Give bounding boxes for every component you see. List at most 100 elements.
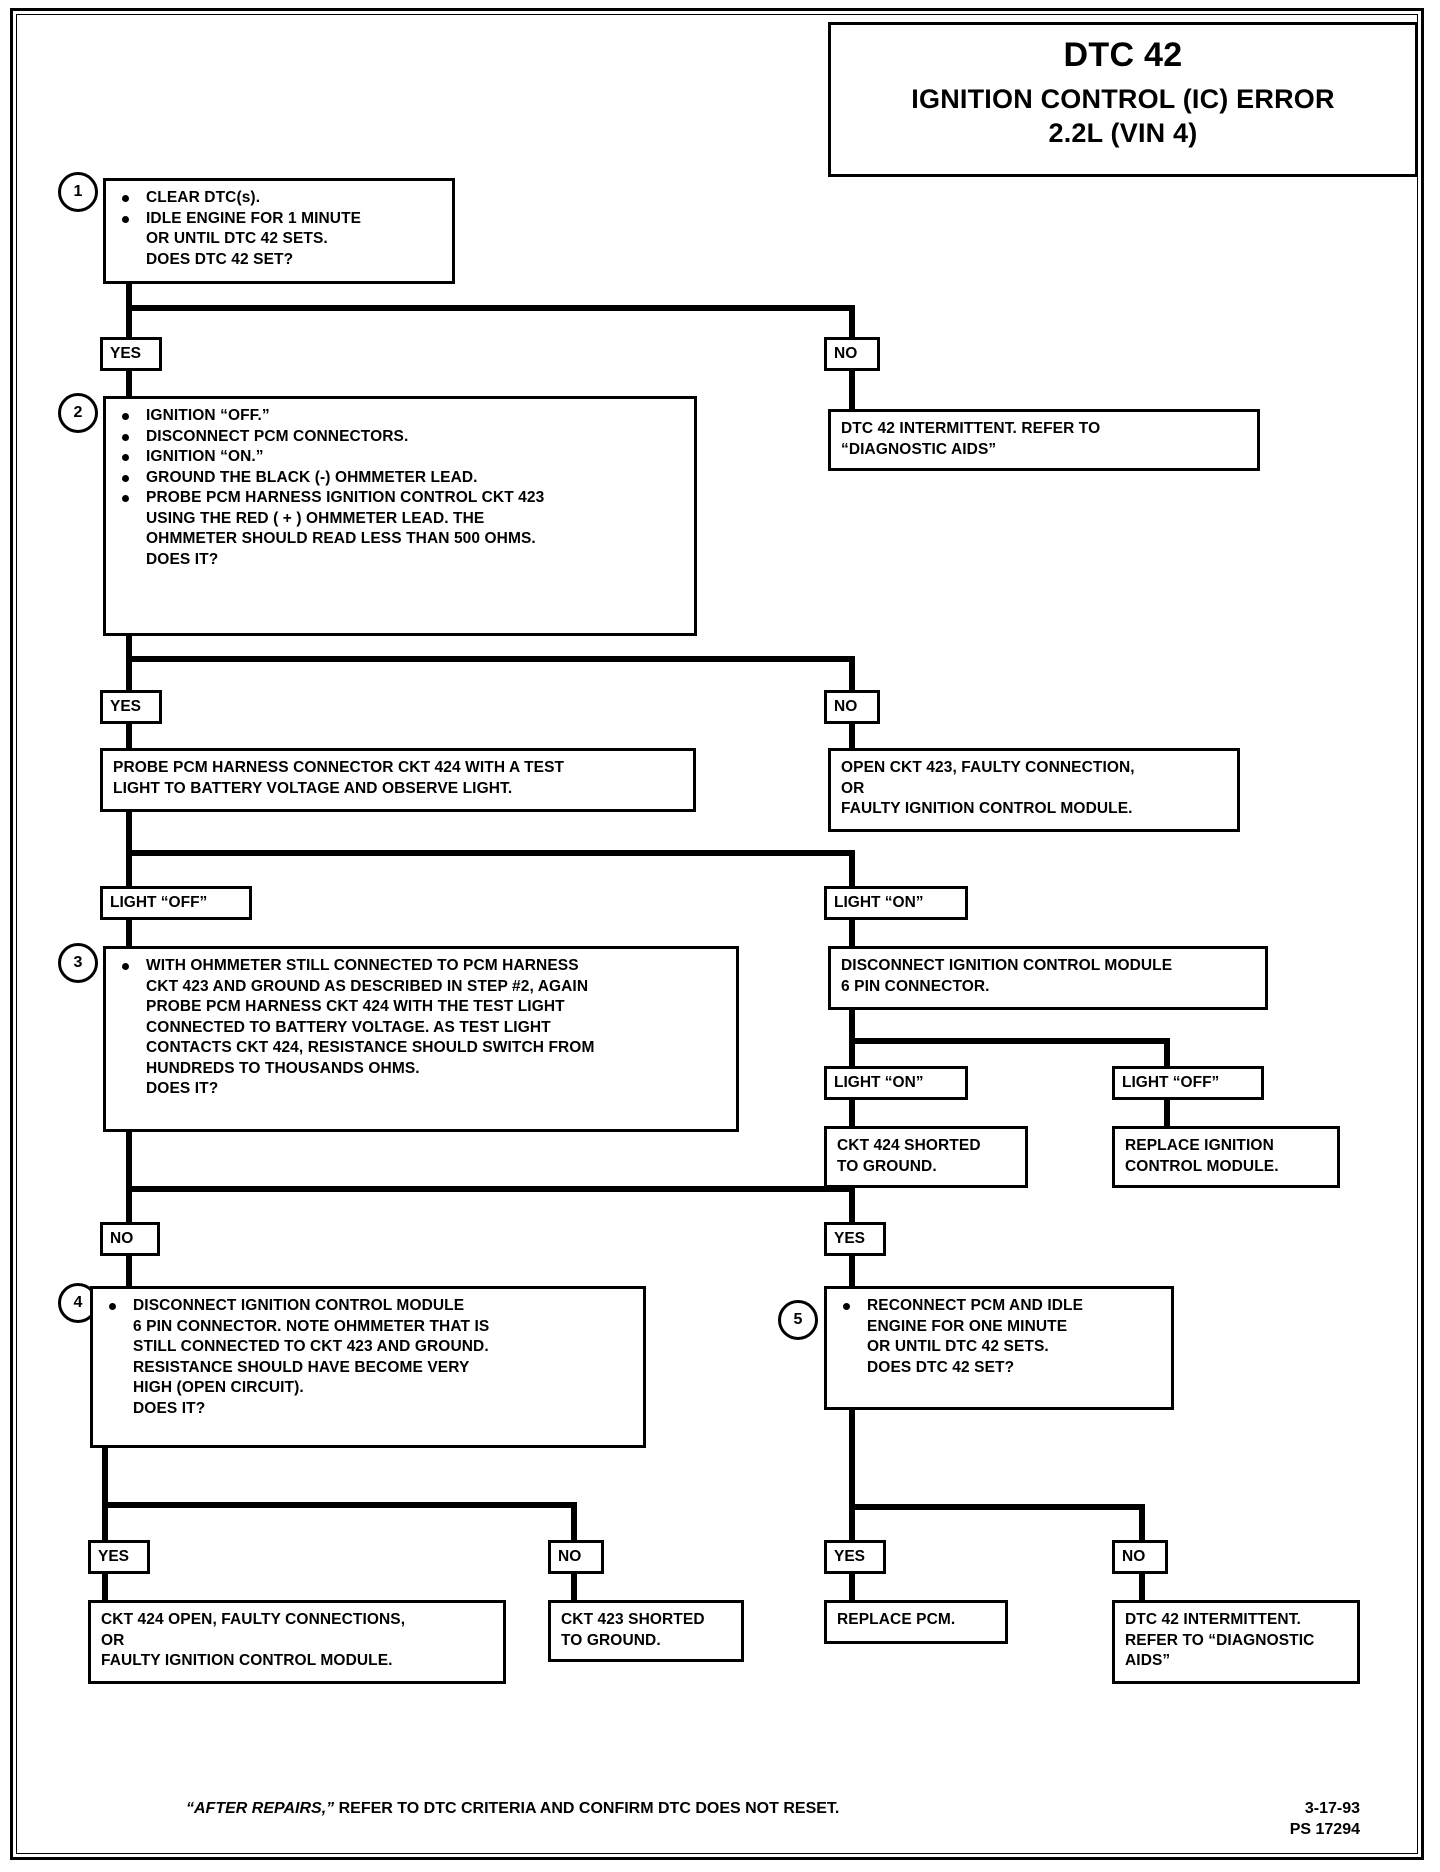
step-4-bullets: DISCONNECT IGNITION CONTROL MODULE 6 PIN… xyxy=(103,1296,635,1399)
open-ckt423-box: OPEN CKT 423, FAULTY CONNECTION, OR FAUL… xyxy=(828,748,1240,832)
step-1-box: CLEAR DTC(s). IDLE ENGINE FOR 1 MINUTE O… xyxy=(103,178,455,284)
replace-icm-box: REPLACE IGNITION CONTROL MODULE. xyxy=(1112,1126,1340,1188)
step-1-bullet-2: IDLE ENGINE FOR 1 MINUTE OR UNTIL DTC 42… xyxy=(146,209,362,248)
footer-ps-number: PS 17294 xyxy=(1289,1821,1360,1838)
list-item: WITH OHMMETER STILL CONNECTED TO PCM HAR… xyxy=(116,956,728,1079)
connector-step2-no-down xyxy=(849,656,855,690)
connector-yes5-to-result xyxy=(849,1574,855,1600)
probe-ckt424-text: PROBE PCM HARNESS CONNECTOR CKT 424 WITH… xyxy=(113,759,565,797)
label-light-off-2: LIGHT “OFF” xyxy=(1112,1066,1264,1100)
connector-step4-yes-down xyxy=(102,1502,108,1540)
dtc-intermittent-top-box: DTC 42 INTERMITTENT. REFER TO “DIAGNOSTI… xyxy=(828,409,1260,471)
ckt423-shorted-text: CKT 423 SHORTED TO GROUND. xyxy=(561,1611,705,1649)
bullet-dot-icon xyxy=(109,1303,116,1310)
ckt424-shorted-box: CKT 424 SHORTED TO GROUND. xyxy=(824,1126,1028,1188)
label-no-1: NO xyxy=(824,337,880,371)
connector-no3-to-step4 xyxy=(126,1256,132,1286)
label-light-off-1: LIGHT “OFF” xyxy=(100,886,252,920)
step-3-question: DOES IT? xyxy=(146,1080,219,1097)
list-item: RECONNECT PCM AND IDLE ENGINE FOR ONE MI… xyxy=(837,1296,1163,1358)
connector-no5-to-result xyxy=(1139,1574,1145,1600)
bullet-dot-icon xyxy=(122,433,129,441)
label-no-5: NO xyxy=(1112,1540,1168,1574)
step-3-bullets: WITH OHMMETER STILL CONNECTED TO PCM HAR… xyxy=(116,956,728,1079)
connector-yes4-to-result xyxy=(102,1574,108,1600)
dtc-intermittent-top-text: DTC 42 INTERMITTENT. REFER TO “DIAGNOSTI… xyxy=(841,420,1101,458)
connector-step2-horizontal xyxy=(126,656,855,662)
label-no-4: NO xyxy=(548,1540,604,1574)
step-1-bullet-1: CLEAR DTC(s). xyxy=(146,189,261,206)
step-4-bullet-1: DISCONNECT IGNITION CONTROL MODULE 6 PIN… xyxy=(133,1297,490,1396)
disconnect-icm-box: DISCONNECT IGNITION CONTROL MODULE 6 PIN… xyxy=(828,946,1268,1010)
connector-step3-yes-down xyxy=(849,1186,855,1222)
ckt424-open-box: CKT 424 OPEN, FAULTY CONNECTIONS, OR FAU… xyxy=(88,1600,506,1684)
ckt424-open-text: CKT 424 OPEN, FAULTY CONNECTIONS, OR FAU… xyxy=(101,1611,406,1669)
label-light-on-2: LIGHT “ON” xyxy=(824,1066,968,1100)
bullet-dot-icon xyxy=(122,454,129,461)
step-2-box: IGNITION “OFF.” DISCONNECT PCM CONNECTOR… xyxy=(103,396,697,636)
bullet-dot-icon xyxy=(122,495,129,502)
connector-step1-yes-down xyxy=(126,305,132,337)
connector-step4-no-down xyxy=(571,1502,577,1540)
connector-step4-horizontal xyxy=(102,1502,577,1508)
connector-lightoff2-to-result xyxy=(1164,1100,1170,1126)
bullet-dot-icon xyxy=(122,413,129,420)
step-number-3: 3 xyxy=(58,943,98,983)
connector-lighton2-down xyxy=(849,1038,855,1066)
title-description: IGNITION CONTROL (IC) ERROR xyxy=(911,84,1335,114)
connector-no4-to-result xyxy=(571,1574,577,1600)
connector-step3-horizontal xyxy=(126,1186,855,1192)
connector-disconnect-horizontal xyxy=(849,1038,1170,1044)
list-item: GROUND THE BLACK (-) OHMMETER LEAD. xyxy=(116,468,686,489)
step-2-bullet-3: IGNITION “ON.” xyxy=(146,448,264,465)
label-no-3: NO xyxy=(100,1222,160,1256)
bullet-dot-icon xyxy=(122,195,129,202)
footer-doc-info: 3-17-93 PS 17294 xyxy=(1190,1798,1360,1840)
step-2-bullet-4: GROUND THE BLACK (-) OHMMETER LEAD. xyxy=(146,468,478,486)
list-item: IDLE ENGINE FOR 1 MINUTE OR UNTIL DTC 42… xyxy=(116,209,444,250)
dtc-intermittent-bottom-text: DTC 42 INTERMITTENT. REFER TO “DIAGNOSTI… xyxy=(1125,1611,1315,1669)
label-light-on-1: LIGHT “ON” xyxy=(824,886,968,920)
title-block: DTC 42 IGNITION CONTROL (IC) ERROR 2.2L … xyxy=(828,22,1418,177)
connector-yes2-to-probe xyxy=(126,724,132,748)
step-1-bullets: CLEAR DTC(s). IDLE ENGINE FOR 1 MINUTE O… xyxy=(116,188,444,250)
connector-step3-no-down xyxy=(126,1186,132,1222)
step-number-5: 5 xyxy=(778,1300,818,1340)
list-item: DISCONNECT IGNITION CONTROL MODULE 6 PIN… xyxy=(103,1296,635,1399)
label-no-2: NO xyxy=(824,690,880,724)
connector-yes1-to-step2 xyxy=(126,371,132,396)
step-5-question: DOES DTC 42 SET? xyxy=(867,1358,1015,1376)
step-5-bullet-1: RECONNECT PCM AND IDLE ENGINE FOR ONE MI… xyxy=(867,1297,1084,1355)
probe-ckt424-box: PROBE PCM HARNESS CONNECTOR CKT 424 WITH… xyxy=(100,748,696,812)
label-yes-2: YES xyxy=(100,690,162,724)
connector-probe-down xyxy=(126,812,132,856)
page-outer-border xyxy=(10,8,1424,1860)
connector-no2-to-open423 xyxy=(849,724,855,748)
connector-lightoff-to-step3 xyxy=(126,920,132,946)
step-3-bullet-1: WITH OHMMETER STILL CONNECTED TO PCM HAR… xyxy=(146,957,595,1077)
list-item: IGNITION “ON.” xyxy=(116,447,686,468)
replace-pcm-box: REPLACE PCM. xyxy=(824,1600,1008,1644)
label-yes-4: YES xyxy=(88,1540,150,1574)
step-2-bullets: IGNITION “OFF.” DISCONNECT PCM CONNECTOR… xyxy=(116,406,686,550)
list-item: DISCONNECT PCM CONNECTORS. xyxy=(116,427,686,448)
step-1-question: DOES DTC 42 SET? xyxy=(146,250,294,268)
connector-step2-yes-down xyxy=(126,656,132,690)
title-dtc-code: DTC 42 xyxy=(1063,36,1183,74)
connector-step1-horizontal xyxy=(126,305,855,311)
connector-step1-no-down xyxy=(849,305,855,337)
replace-pcm-text: REPLACE PCM. xyxy=(837,1611,956,1628)
bullet-dot-icon xyxy=(843,1303,850,1310)
page-inner-border xyxy=(16,14,1418,1854)
step-2-question: DOES IT? xyxy=(146,550,219,568)
connector-probe-horizontal xyxy=(126,850,855,856)
step-3-box: WITH OHMMETER STILL CONNECTED TO PCM HAR… xyxy=(103,946,739,1132)
connector-step2-down xyxy=(126,636,132,662)
ckt423-shorted-box: CKT 423 SHORTED TO GROUND. xyxy=(548,1600,744,1662)
step-number-2: 2 xyxy=(58,393,98,433)
ckt424-shorted-text: CKT 424 SHORTED TO GROUND. xyxy=(837,1137,981,1175)
connector-disconnect-down xyxy=(849,1010,855,1044)
connector-lighton-to-disconnect xyxy=(849,920,855,946)
connector-lighton-down xyxy=(849,850,855,886)
